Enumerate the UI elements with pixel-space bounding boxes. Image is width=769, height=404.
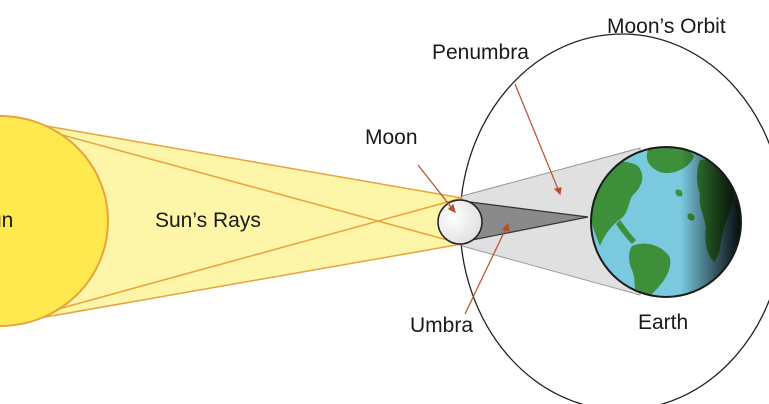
ray-line [0,197,463,326]
umbra-label: Umbra [410,314,474,337]
moon-disc [437,199,483,245]
sun-label: Sun [0,209,14,232]
penumbra-pointer [514,83,561,195]
moon-pointer [417,164,456,213]
ray-line [0,117,463,245]
rays-label: Sun’s Rays [155,209,261,232]
penumbra-pointer-arrowhead [553,187,562,196]
earth-label: Earth [638,311,689,334]
earth-globe [590,146,742,298]
orbit-label: Moon’s Orbit [607,15,726,38]
sun-disc [0,115,109,327]
penumbra-label: Penumbra [432,41,529,64]
moon-pointer-arrowhead [447,203,456,214]
moon-label: Moon [365,126,418,149]
umbra-pointer-arrowhead [501,222,510,232]
umbra-pointer [464,223,509,315]
